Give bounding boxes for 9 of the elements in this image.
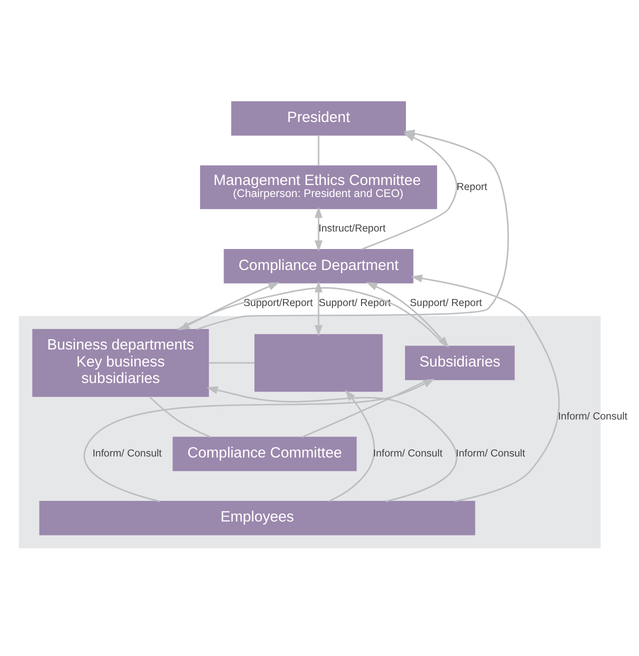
edge-label: Inform/ Consult [92,448,162,460]
edge-label: Inform/ Consult [456,448,526,460]
edge-label: Support/ Report [410,298,482,309]
edge-label: Support/ Report [318,298,391,309]
edge-label: Inform/ Consult [373,448,442,460]
edge-label: Inform/ Consult [558,410,628,422]
edge-label: Instruct/Report [318,223,386,234]
edge-label: Support/Report [243,298,313,309]
edge-label: Report [456,181,488,192]
